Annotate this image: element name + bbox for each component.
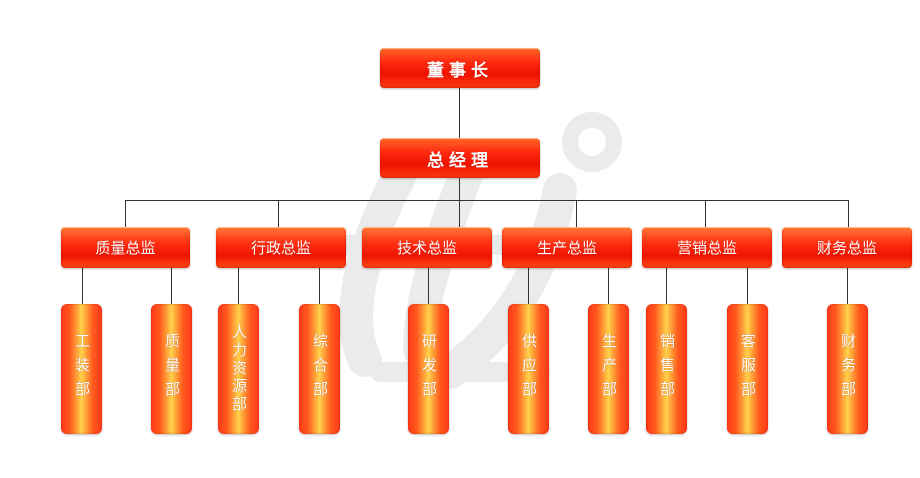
node-dept-production: 生产部 — [588, 304, 629, 434]
node-dept-supply: 供应部 — [508, 304, 549, 434]
node-chairman: 董事长 — [380, 48, 540, 88]
node-director-marketing: 营销总监 — [642, 227, 772, 268]
node-director-admin: 行政总监 — [216, 227, 346, 268]
node-director-tech: 技术总监 — [362, 227, 492, 268]
node-dept-tooling: 工装部 — [61, 304, 102, 434]
node-dept-quality: 质量部 — [151, 304, 192, 434]
node-director-finance: 财务总监 — [782, 227, 912, 268]
node-dept-rnd: 研发部 — [408, 304, 449, 434]
node-dept-service: 客服部 — [727, 304, 768, 434]
node-director-quality: 质量总监 — [61, 227, 190, 268]
node-dept-finance: 财务部 — [827, 304, 868, 434]
node-general-manager: 总经理 — [380, 138, 540, 178]
node-dept-sales: 销售部 — [646, 304, 687, 434]
node-dept-hr: 人力资源部 — [218, 304, 259, 434]
node-director-production: 生产总监 — [502, 227, 632, 268]
node-dept-general: 综合部 — [299, 304, 340, 434]
